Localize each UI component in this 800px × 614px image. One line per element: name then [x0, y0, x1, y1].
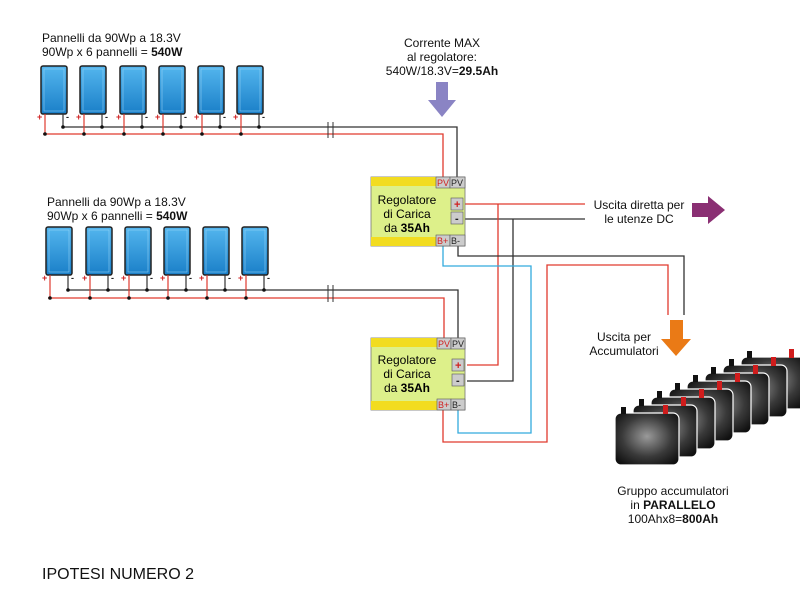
- wire-break-marks: [327, 122, 334, 302]
- regulator-2-band-bottom: [371, 401, 465, 410]
- wires-group-1: [43, 126, 458, 177]
- panel-group-1: +-+-+-+-+-+-: [37, 65, 265, 136]
- dc-output-line1: Uscita diretta per: [593, 198, 685, 212]
- solar-panel-1-1: +-: [37, 65, 69, 136]
- battery-bank: [614, 349, 800, 466]
- terminal-plus-label: +: [238, 273, 243, 283]
- solar-panel-1-3: +-: [116, 65, 148, 136]
- regulator-2-line2: di Carica: [383, 367, 431, 381]
- solar-panel-2-3: +-: [121, 226, 153, 300]
- terminal-plus-label: +: [116, 112, 121, 122]
- terminal-plus-label: +: [42, 273, 47, 283]
- regulator-1-b-plus-label: B+: [437, 236, 448, 246]
- terminal-minus-label: -: [267, 273, 270, 283]
- dc-output-wires: [462, 203, 585, 382]
- terminal-plus-label: +: [199, 273, 204, 283]
- regulator-2-b-minus-label: B-: [452, 400, 461, 410]
- group-2-line2: 90Wp x 6 pannelli = 540W: [47, 209, 188, 223]
- regulator-1-body: [370, 176, 466, 247]
- terminal-minus-label: -: [111, 273, 114, 283]
- solar-panel-2-2: +-: [82, 226, 114, 300]
- terminal-minus-label: -: [150, 273, 153, 283]
- terminal-plus-label: +: [233, 112, 238, 122]
- panel-group-2: +-+-+-+-+-+-: [42, 226, 270, 300]
- solar-panel-2-5: +-: [199, 226, 231, 300]
- terminal-minus-label: -: [66, 112, 69, 122]
- terminal-minus-label: -: [189, 273, 192, 283]
- current-down-arrow-icon: [428, 82, 456, 117]
- regulator-1-line3: da 35Ah: [384, 221, 430, 235]
- solar-panel-2-4: +-: [160, 226, 192, 300]
- regulator-1-load-minus: -: [455, 213, 459, 225]
- solar-panel-1-4: +-: [155, 65, 187, 136]
- terminal-minus-label: -: [71, 273, 74, 283]
- regulator-2-band-top: [371, 338, 465, 347]
- regulator-1-pv-minus-label: PV: [451, 178, 463, 188]
- terminal-minus-label: -: [262, 112, 265, 122]
- corrente-line2: al regolatore:: [406, 50, 478, 64]
- regulator-1-load-plus: +: [454, 199, 460, 211]
- corrente-line1: Corrente MAX: [403, 36, 481, 50]
- dc-output-label: Uscita diretta per le utenze DC: [588, 198, 690, 226]
- terminal-minus-label: -: [184, 112, 187, 122]
- battery-output-line1: Uscita per: [596, 330, 652, 344]
- battery-output-line2: Accumulatori: [589, 344, 659, 358]
- terminal-minus-label: -: [223, 112, 226, 122]
- regulator-2-pv-plus-label: PV: [438, 339, 450, 349]
- battery-1: [614, 405, 680, 466]
- group-2-line1: Pannelli da 90Wp a 18.3V: [47, 195, 186, 209]
- group-2-label: Pannelli da 90Wp a 18.3V 90Wp x 6 pannel…: [47, 195, 187, 223]
- regulator-2-line1: Regolatore: [378, 353, 437, 367]
- dc-output-line2: le utenze DC: [604, 212, 674, 226]
- terminal-plus-label: +: [194, 112, 199, 122]
- regulator-1-line1: Regolatore: [378, 193, 437, 207]
- regulator-1-b-minus-label: B-: [451, 236, 460, 246]
- solar-panel-2-6: +-: [238, 226, 270, 300]
- terminal-minus-label: -: [145, 112, 148, 122]
- wires-group-2: [48, 289, 459, 338]
- terminal-plus-label: +: [82, 273, 87, 283]
- regulator-1-band-bottom: [371, 237, 465, 246]
- battery-group-line2: in PARALLELO: [630, 498, 716, 512]
- solar-panel-1-5: +-: [194, 65, 226, 136]
- group-1-label: Pannelli da 90Wp a 18.3V 90Wp x 6 pannel…: [42, 31, 182, 59]
- battery-output-down-arrow-icon: [661, 320, 691, 356]
- terminal-minus-label: -: [105, 112, 108, 122]
- battery-group-line1: Gruppo accumulatori: [617, 484, 729, 498]
- regulator-2-pv-minus-label: PV: [452, 339, 464, 349]
- group-1-line2: 90Wp x 6 pannelli = 540W: [42, 45, 183, 59]
- terminal-plus-label: +: [121, 273, 126, 283]
- group-1-line1: Pannelli da 90Wp a 18.3V: [42, 31, 181, 45]
- page-title: IPOTESI NUMERO 2: [42, 566, 195, 583]
- battery-group-label: Gruppo accumulatori in PARALLELO 100Ahx8…: [608, 484, 738, 526]
- battery-output-label: Uscita per Accumulatori: [584, 330, 664, 358]
- regulator-2-line3: da 35Ah: [384, 381, 430, 395]
- regulator-2: PV PV B+ B- + - Regolatore di Carica da …: [370, 337, 466, 411]
- regulator-2-load-plus: +: [455, 360, 461, 372]
- battery-wires: [442, 246, 685, 443]
- solar-panel-2-1: +-: [42, 226, 74, 300]
- regulator-1-band-top: [371, 177, 465, 186]
- regulator-1-pv-plus-label: PV: [437, 178, 449, 188]
- regulator-1: PV PV B+ B- + - Regolatore di Carica da …: [370, 176, 466, 247]
- terminal-plus-label: +: [76, 112, 81, 122]
- corrente-line3: 540W/18.3V=29.5Ah: [385, 64, 499, 78]
- regulator-2-load-minus: -: [456, 375, 460, 387]
- regulator-1-line2: di Carica: [383, 207, 431, 221]
- dc-output-right-arrow-icon: [692, 196, 725, 224]
- solar-panel-1-2: +-: [76, 65, 108, 136]
- terminal-plus-label: +: [160, 273, 165, 283]
- solar-panel-1-6: +-: [233, 65, 265, 136]
- terminal-plus-label: +: [37, 112, 42, 122]
- terminal-minus-label: -: [228, 273, 231, 283]
- corrente-max-label: Corrente MAX al regolatore: 540W/18.3V=2…: [381, 36, 503, 78]
- battery-group-line3: 100Ahx8=800Ah: [627, 512, 719, 526]
- terminal-plus-label: +: [155, 112, 160, 122]
- regulator-2-b-plus-label: B+: [438, 400, 449, 410]
